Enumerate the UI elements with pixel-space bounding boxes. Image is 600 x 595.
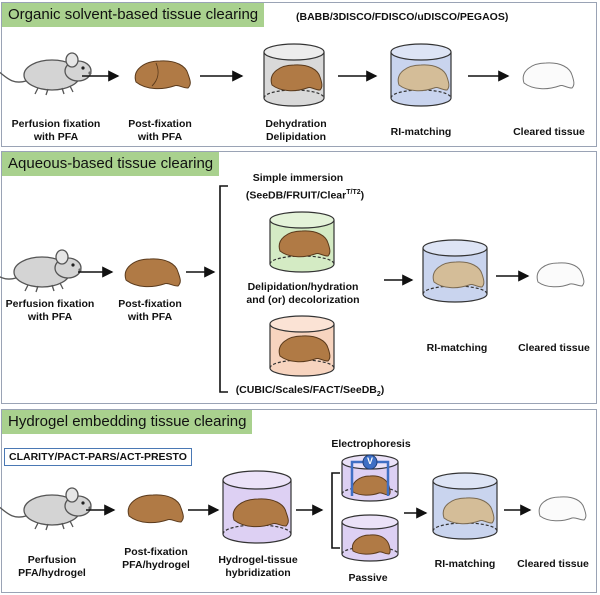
branch-label: Delipidation/hydration and (or) decolori… (246, 281, 360, 306)
step-label: RI-matching (434, 558, 496, 570)
voltage-icon (362, 454, 378, 470)
methods-list: (BABB/3DISCO/FDISCO/uDISCO/PEGAOS) (296, 11, 509, 23)
electrophoresis-label: Electrophoresis (331, 438, 411, 450)
brain-icon (351, 475, 391, 496)
step-label: Post-fixation PFA/hydrogel (122, 546, 190, 571)
brain-icon (232, 498, 289, 528)
brain-icon (522, 62, 575, 90)
passive-label: Passive (348, 572, 388, 584)
brain-icon (278, 230, 331, 258)
step-label: Post-fixation with PFA (118, 298, 182, 323)
step-label: RI-matching (426, 342, 488, 354)
brain-icon (278, 335, 331, 363)
step-label: Post-fixation with PFA (128, 118, 192, 143)
bracket-icon (331, 472, 340, 549)
methods-list: (CUBIC/ScaleS/FACT/SeeDB2) (228, 384, 392, 401)
methods-text: (CUBIC/ScaleS/FACT/SeeDB (235, 384, 377, 396)
brain-icon (134, 60, 191, 90)
methods-text: (SeeDB/FRUIT/Clear (245, 189, 347, 202)
brain-icon (442, 497, 495, 525)
step-label: Hydrogel-tissue hybridization (218, 554, 298, 579)
step-label: Perfusion fixation with PFA (5, 298, 95, 323)
step-label: Cleared tissue (518, 342, 590, 354)
panel-title: Organic solvent-based tissue clearing (2, 3, 265, 27)
panel-organic-solvent: Organic solvent-based tissue clearing (B… (1, 2, 597, 147)
step-label: Perfusion PFA/hydrogel (18, 554, 86, 579)
methods-list: (SeeDB/FRUIT/ClearT/T2) (222, 186, 388, 203)
brain-icon (432, 261, 485, 289)
brain-icon (351, 534, 391, 555)
mouse-icon (0, 249, 83, 293)
panel-title: Aqueous-based tissue clearing (2, 152, 220, 176)
methods-close: ) (380, 384, 385, 396)
voltage-symbol: V (366, 456, 373, 466)
methods-sup: T/T2 (346, 189, 361, 196)
panel-hydrogel: Hydrogel embedding tissue clearing CLARI… (1, 409, 597, 593)
mouse-icon (0, 52, 93, 96)
step-label: Perfusion fixation with PFA (11, 118, 101, 143)
branch-title: Simple immersion (252, 172, 344, 184)
methods-list: CLARITY/PACT-PARS/ACT-PRESTO (4, 448, 192, 466)
panel-title: Hydrogel embedding tissue clearing (2, 410, 253, 434)
brain-icon (270, 64, 323, 92)
brain-icon (124, 258, 181, 288)
step-label: Cleared tissue (513, 126, 585, 138)
methods-close: ) (360, 189, 365, 202)
brain-icon (538, 496, 587, 522)
brain-icon (127, 494, 184, 524)
step-label: Cleared tissue (517, 558, 589, 570)
methods-sub: 2 (376, 391, 381, 399)
step-label: RI-matching (390, 126, 452, 138)
step-label: Dehydration Delipidation (265, 118, 327, 143)
brain-icon (397, 64, 450, 92)
brain-icon (536, 262, 585, 288)
mouse-icon (0, 487, 93, 531)
bracket-icon (219, 185, 228, 393)
